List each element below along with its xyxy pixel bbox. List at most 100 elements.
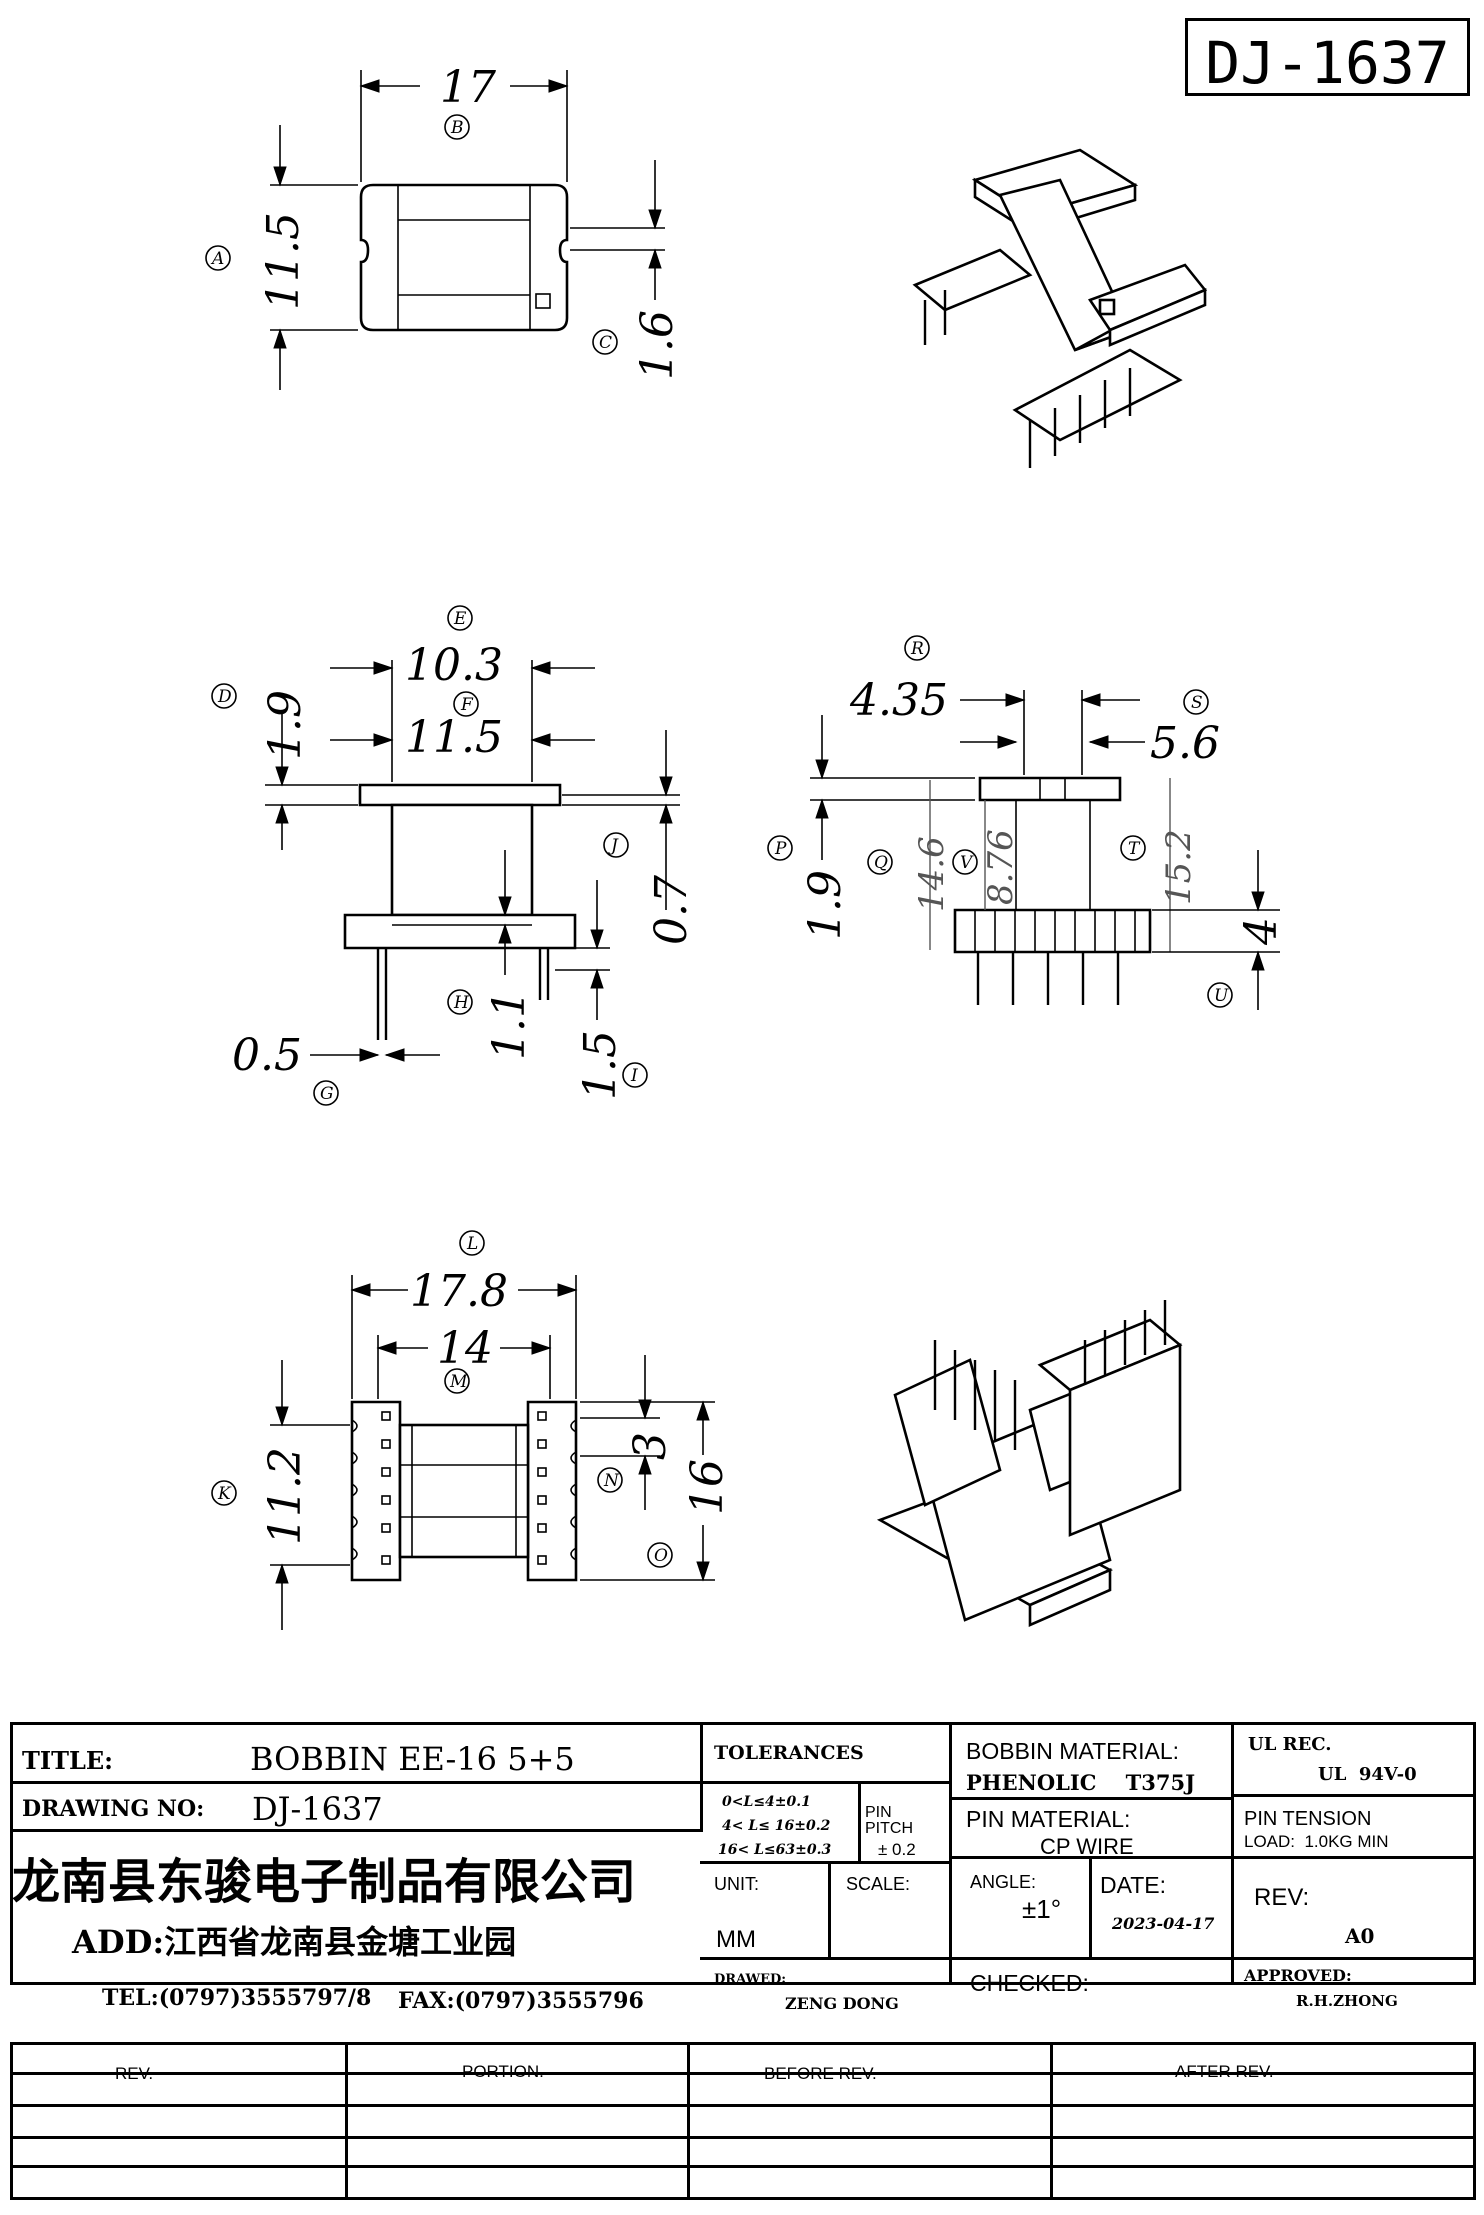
- tolerance-line-2: 4< L≤ 16±0.2: [722, 1818, 831, 1834]
- balloon-E: E: [447, 605, 473, 631]
- balloon-H: H: [447, 989, 473, 1015]
- balloon-N: N: [597, 1467, 623, 1493]
- dim-side-q: 14.6: [912, 836, 952, 912]
- address: ADD:江西省龙南县金塘工业园: [72, 1923, 517, 1961]
- svg-text:M: M: [449, 1372, 468, 1392]
- svg-text:I: I: [630, 1066, 638, 1086]
- balloon-L: L: [459, 1230, 485, 1256]
- dim-front-flange-thick: 1.9: [260, 690, 311, 760]
- rev-table-header-before: BEFORE REV.: [764, 2064, 877, 2083]
- balloon-G: G: [313, 1080, 339, 1106]
- dim-front-i: 1.5: [575, 1030, 626, 1100]
- dim-side-u: 4: [1236, 917, 1287, 946]
- balloon-O: O: [647, 1542, 673, 1568]
- dim-top-pin-offset: 1.6: [632, 310, 683, 380]
- tolerances-label: TOLERANCES: [714, 1742, 864, 1764]
- svg-text:E: E: [453, 609, 467, 629]
- unit-value: MM: [716, 1926, 756, 1953]
- balloon-Q: Q: [867, 849, 893, 875]
- fax: FAX:(0797)3555796: [398, 1988, 644, 2014]
- bobbin-material-value: PHENOLIC T375J: [966, 1770, 1196, 1795]
- rev-label: REV:: [1254, 1884, 1310, 1911]
- rev-table-header-portion: PORTION.: [462, 2062, 544, 2081]
- dim-bottom-k: 11.2: [260, 1447, 311, 1545]
- side-pin-slots: [974, 910, 1136, 952]
- svg-text:V: V: [960, 853, 974, 873]
- approved-label: APPROVED:: [1244, 1966, 1352, 1985]
- dim-side-t: 15.2: [1159, 829, 1199, 905]
- bottom-view: 17.8 14 11.2 3 16 L M K N: [211, 1230, 733, 1630]
- balloon-D: D: [211, 683, 237, 709]
- tolerance-line-3: 16< L≤63±0.3: [718, 1842, 832, 1858]
- svg-text:O: O: [654, 1546, 668, 1566]
- dim-front-h: 1.1: [484, 990, 535, 1060]
- ul-rec-label: UL REC.: [1248, 1734, 1332, 1755]
- svg-text:P: P: [774, 839, 787, 859]
- balloon-V: V: [952, 849, 978, 875]
- svg-text:N: N: [603, 1471, 620, 1491]
- scale-label: SCALE:: [846, 1874, 911, 1894]
- balloon-M: M: [444, 1368, 470, 1394]
- dim-side-r: 4.35: [849, 675, 948, 726]
- drawn-label: DRAWED:: [714, 1972, 787, 1987]
- dim-bottom-o: 16: [682, 1459, 733, 1515]
- pin-material-label: PIN MATERIAL:: [966, 1806, 1131, 1832]
- iso-bottom-pins: [933, 1300, 1167, 1450]
- dim-side-v: 8.76: [981, 829, 1021, 905]
- svg-text:Q: Q: [874, 853, 888, 873]
- drawing-no-value: DJ-1637: [252, 1790, 383, 1828]
- balloon-R: R: [904, 635, 930, 661]
- title-label: TITLE:: [22, 1746, 113, 1775]
- balloon-C: C: [592, 329, 618, 355]
- pin-tension-label: PIN TENSION: [1244, 1808, 1372, 1830]
- rev-table-header-after: AFTER REV.: [1175, 2062, 1274, 2081]
- bobbin-material-label: BOBBIN MATERIAL:: [966, 1738, 1180, 1764]
- drawn-value: ZENG DONG: [785, 1994, 899, 2013]
- svg-text:K: K: [217, 1484, 232, 1504]
- bottom-notches-left: [351, 1411, 391, 1565]
- dim-front-flange-outer: 10.3: [405, 640, 503, 691]
- top-view: 17 11.5 1.6 B A C: [205, 62, 683, 390]
- dim-side-p: 1.9: [800, 870, 851, 940]
- svg-text:J: J: [608, 836, 619, 856]
- svg-text:G: G: [320, 1084, 334, 1104]
- company-name: 龙南县东骏电子制品有限公司: [12, 1854, 637, 1910]
- isometric-view-top: [912, 148, 1208, 468]
- balloon-A: A: [205, 245, 231, 271]
- svg-text:B: B: [450, 118, 464, 138]
- side-pins: [976, 952, 1120, 1005]
- pin-material-value: CP WIRE: [1040, 1834, 1134, 1859]
- svg-text:S: S: [1191, 693, 1203, 713]
- svg-text:F: F: [460, 695, 474, 715]
- dim-top-height: 11.5: [258, 212, 309, 310]
- drawing-number-text: DJ-1637: [1205, 29, 1450, 97]
- balloon-B: B: [444, 114, 470, 140]
- isometric-view-bottom: [876, 1300, 1183, 1627]
- checked-label: CHECKED:: [970, 1970, 1089, 1996]
- balloon-I: I: [622, 1062, 648, 1088]
- side-view: 4.35 5.6 1.9 14.6 8.76 15.2 4 R S P Q: [767, 635, 1287, 1010]
- dim-front-flange-inner: 11.5: [405, 712, 503, 763]
- front-view: 10.3 11.5 1.9 0.7 1.1 1.5: [211, 605, 697, 1106]
- drawing-no-label: DRAWING NO:: [22, 1796, 205, 1822]
- svg-text:A: A: [210, 249, 224, 269]
- svg-text:U: U: [1214, 986, 1229, 1006]
- iso-top-pins: [923, 290, 1132, 468]
- rev-value: A0: [1345, 1924, 1375, 1948]
- balloon-S: S: [1183, 689, 1209, 715]
- balloon-K: K: [211, 1480, 237, 1506]
- balloon-J: J: [603, 832, 629, 858]
- dim-bottom-n: 3: [625, 1432, 676, 1460]
- svg-text:T: T: [1128, 839, 1141, 859]
- angle-label: ANGLE:: [970, 1872, 1037, 1892]
- pin-pitch-value: ± 0.2: [878, 1840, 916, 1859]
- drawing-number-box: DJ-1637: [1185, 18, 1470, 97]
- balloon-P: P: [767, 835, 793, 861]
- balloon-T: T: [1120, 835, 1146, 861]
- approved-value: R.H.ZHONG: [1296, 1992, 1398, 2010]
- bottom-notches-right: [537, 1411, 577, 1565]
- dim-front-j: 0.7: [646, 875, 697, 945]
- tel: TEL:(0797)3555797/8: [102, 1985, 372, 2011]
- dim-side-s: 5.6: [1150, 718, 1220, 769]
